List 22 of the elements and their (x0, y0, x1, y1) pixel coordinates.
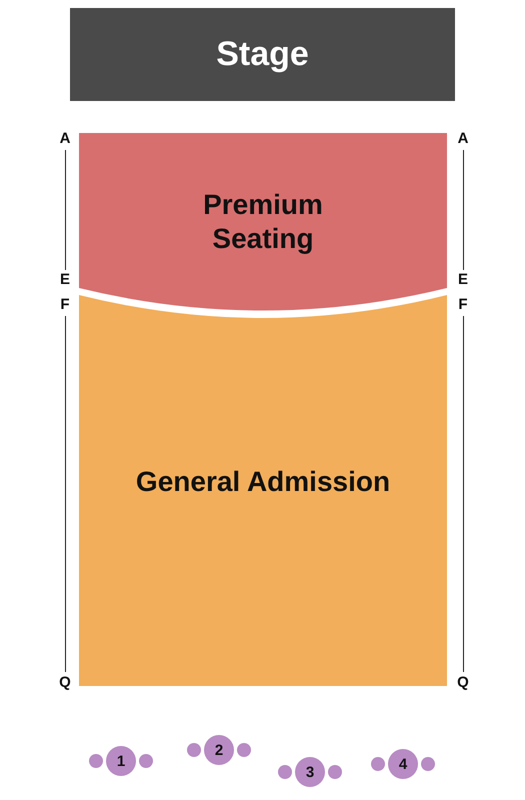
table-circle (388, 749, 418, 779)
table-circle (106, 746, 136, 776)
table-circle (204, 735, 234, 765)
row-letter: E (58, 272, 71, 288)
row-letter: F (59, 297, 71, 313)
row-letter: A (456, 131, 470, 147)
table-number: 4 (398, 756, 408, 772)
row-letter: Q (58, 675, 72, 691)
stage-block (70, 8, 455, 101)
general-admission-section (79, 295, 447, 686)
row-letter: A (58, 131, 72, 147)
table-number: 3 (306, 764, 314, 780)
table-circle (295, 757, 325, 787)
table-number: 1 (116, 752, 126, 770)
section-label: Premium Seating (202, 188, 324, 256)
stage-label: Stage (216, 35, 309, 74)
row-letter: Q (456, 675, 470, 691)
row-letter: E (456, 272, 469, 288)
table-number: 2 (214, 742, 224, 758)
section-label: General Admission (134, 465, 392, 499)
premium-section (79, 133, 447, 313)
row-letter: F (457, 297, 469, 313)
